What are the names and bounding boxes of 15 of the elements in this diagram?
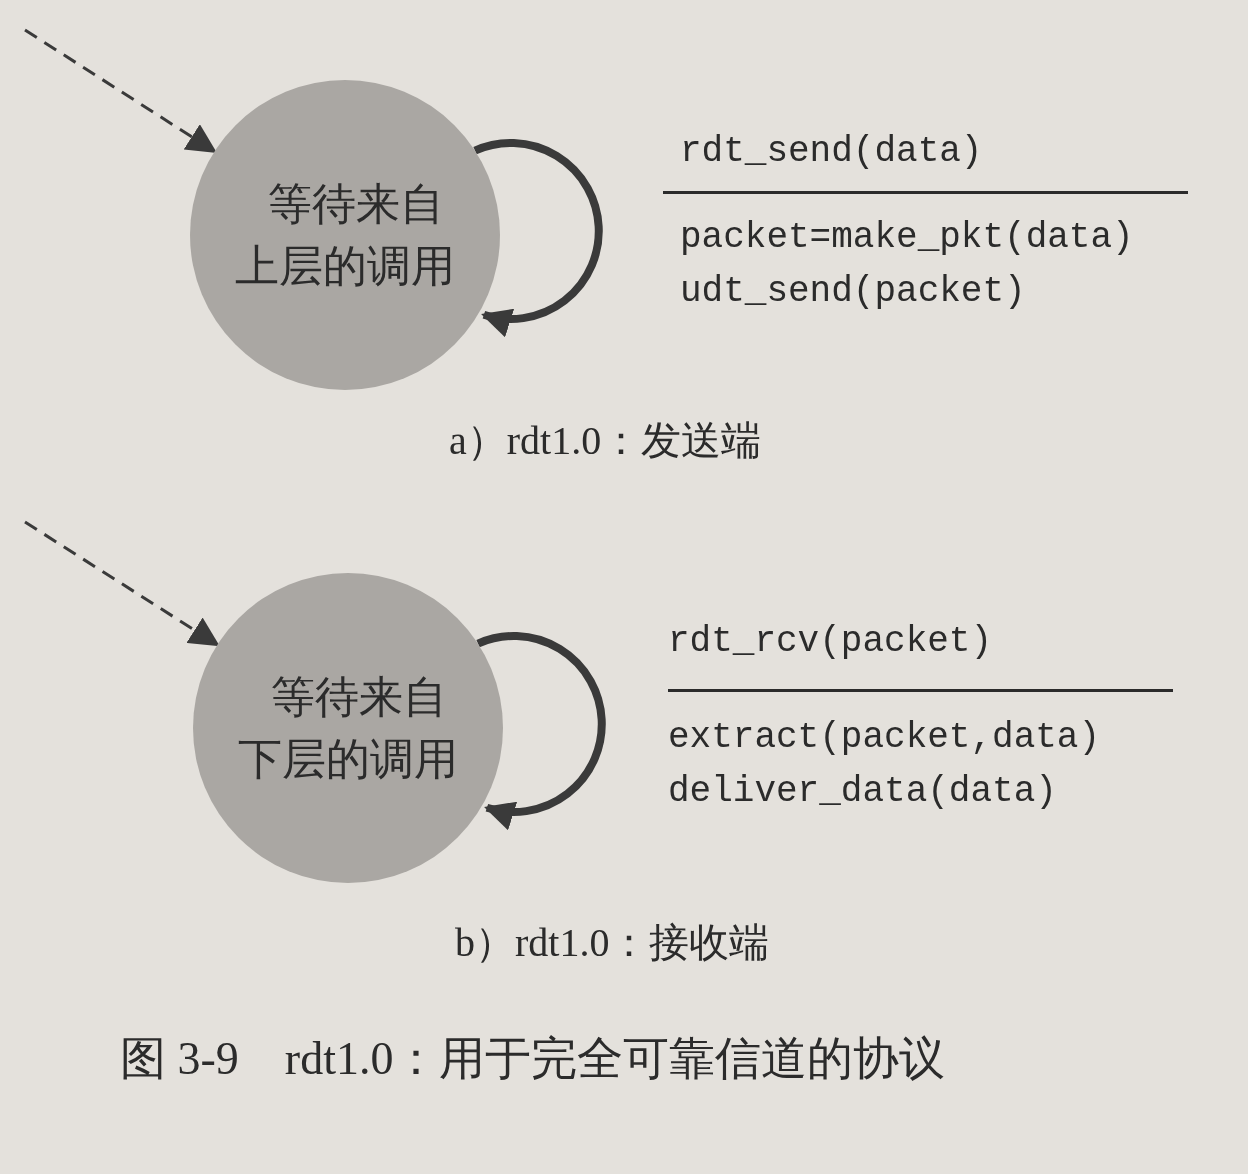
transition-action: udt_send(packet) — [680, 272, 1026, 312]
figure-caption: 图 3-9 rdt1.0：用于完全可靠信道的协议 — [120, 1036, 946, 1082]
state-label: 等待来自上层的调用 — [234, 177, 456, 293]
self-loop-arrow — [476, 632, 606, 829]
subfigure-caption: a）rdt1.0：发送端 — [449, 418, 762, 464]
transition-action: extract(packet,data) — [668, 718, 1101, 758]
state-label: 等待来自下层的调用 — [237, 670, 459, 786]
initial-arrow — [24, 520, 220, 647]
transition-action: packet=make_pkt(data) — [680, 218, 1134, 258]
initial-arrow — [24, 28, 218, 153]
transition-event: rdt_rcv(packet) — [668, 622, 993, 662]
self-loop-arrow — [473, 139, 603, 336]
transition-event: rdt_send(data) — [680, 132, 983, 172]
subfigure-caption: b）rdt1.0：接收端 — [455, 920, 770, 966]
transition-action: deliver_data(data) — [668, 772, 1057, 812]
